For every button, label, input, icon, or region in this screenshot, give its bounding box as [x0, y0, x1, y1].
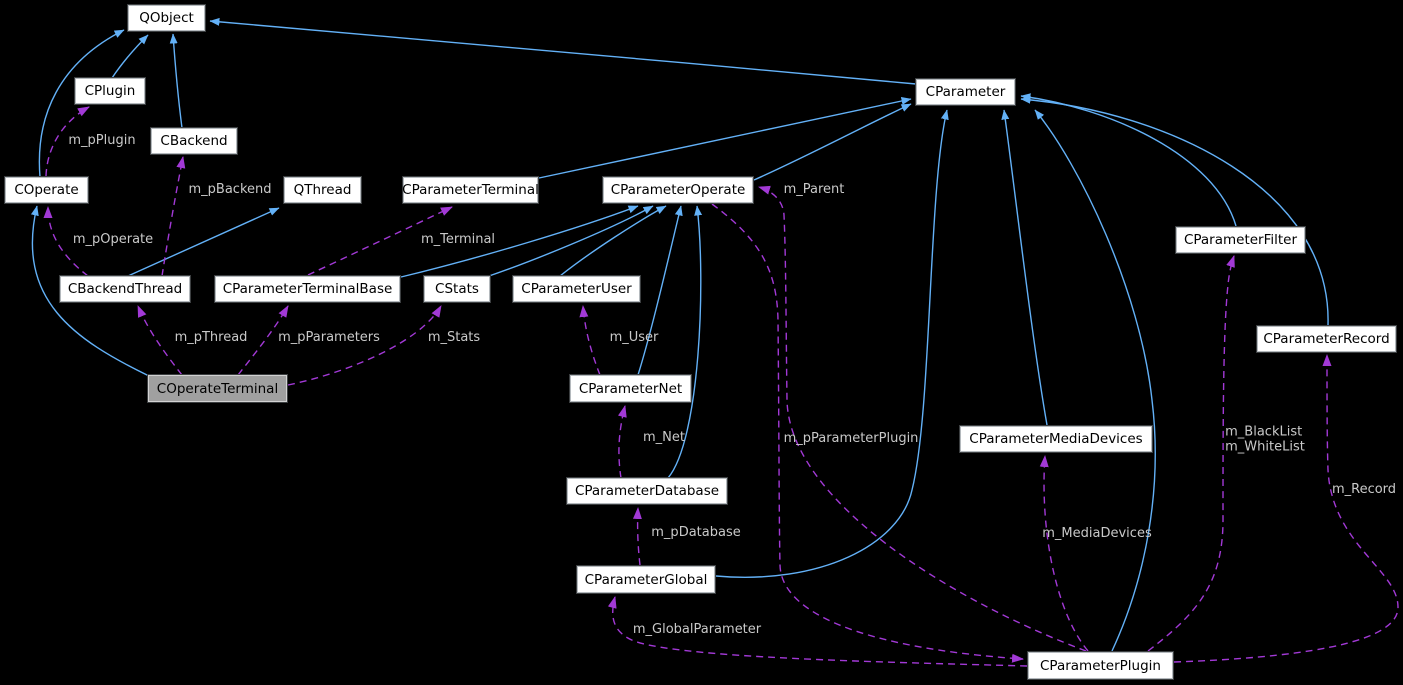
usage-edge-CParameterOperate-to-CParameterPlugin: [711, 203, 1024, 663]
usage-edge-CParameterPlugin-to-CParameterMediaDevices: [1039, 455, 1089, 652]
edges: [30, 17, 1399, 667]
class-node-COperate[interactable]: COperate: [5, 177, 88, 203]
class-node-CParameterMediaDevices[interactable]: CParameterMediaDevices: [960, 426, 1152, 452]
inheritance-edge-CPlugin-to-QObject: [111, 34, 149, 79]
inheritance-edge-CParameterTerminalBase-to-CParameterOperate: [400, 205, 639, 278]
class-node-CPlugin[interactable]: CPlugin: [75, 78, 145, 104]
class-node-CParameterTerminal[interactable]: CParameterTerminal: [402, 177, 539, 203]
inheritance-edge-CBackend-to-QObject: [169, 33, 183, 129]
class-node-CParameterTerminalBase[interactable]: CParameterTerminalBase: [215, 276, 400, 302]
usage-edge-COperateTerminal-to-CBackendThread: [137, 305, 183, 376]
class-node-CParameterNet[interactable]: CParameterNet: [570, 375, 691, 402]
class-node-CParameterUser[interactable]: CParameterUser: [513, 276, 640, 302]
inheritance-edge-CParameter-to-QObject: [209, 17, 917, 85]
usage-edge-CParameterPlugin-to-CParameterGlobal: [607, 596, 1028, 667]
usage-edge-CParameterDatabase-to-CParameterNet: [617, 405, 627, 479]
class-node-COperateTerminal: COperateTerminal: [148, 375, 287, 402]
inheritance-edge-CParameterPlugin-to-CParameter: [1034, 109, 1156, 652]
class-node-CBackendThread[interactable]: CBackendThread: [60, 276, 190, 302]
class-node-CParameterFilter[interactable]: CParameterFilter: [1176, 227, 1305, 253]
inheritance-edge-CParameterNet-to-CParameterOperate: [637, 205, 683, 376]
usage-edge-CBackendThread-to-COperate: [43, 206, 89, 277]
class-node-CBackend[interactable]: CBackend: [151, 128, 237, 154]
class-node-CParameterGlobal[interactable]: CParameterGlobal: [577, 566, 715, 593]
usage-edge-COperateTerminal-to-CParameterTerminalBase: [237, 305, 289, 376]
inheritance-edge-CParameterGlobal-to-CParameter: [715, 109, 949, 578]
inheritance-edge-CParameterDatabase-to-CParameterOperate: [667, 205, 703, 479]
class-node-CParameter[interactable]: CParameter: [916, 79, 1015, 105]
usage-edge-CParameterTerminalBase-to-CParameterTerminal: [307, 206, 453, 276]
usage-edge-CBackendThread-to-CBackend: [161, 156, 186, 277]
inheritance-edge-CParameterMediaDevices-to-CParameter: [1001, 109, 1048, 426]
class-node-CParameterRecord[interactable]: CParameterRecord: [1257, 326, 1396, 352]
inheritance-edge-CBackendThread-to-QThread: [127, 207, 280, 277]
class-node-QThread[interactable]: QThread: [284, 177, 361, 203]
usage-edge-CParameterPlugin-to-CParameterFilter: [1147, 255, 1235, 652]
inheritance-edge-CParameterOperate-to-CParameter: [753, 103, 912, 181]
inheritance-edge-CParameterRecord-to-CParameter: [1020, 95, 1329, 326]
usage-edge-CParameterPlugin-to-CParameterOperate: [758, 185, 1087, 652]
class-node-CStats[interactable]: CStats: [424, 276, 490, 302]
inheritance-edge-COperateTerminal-to-COperate: [30, 205, 150, 377]
class-node-CParameterPlugin[interactable]: CParameterPlugin: [1028, 652, 1173, 679]
usage-edge-CParameterPlugin-to-CParameterRecord: [1173, 354, 1399, 663]
class-node-CParameterDatabase[interactable]: CParameterDatabase: [567, 478, 727, 504]
inheritance-edge-COperate-to-QObject: [38, 29, 125, 178]
inheritance-edge-CParameterFilter-to-CParameter: [1020, 93, 1237, 227]
usage-edge-CParameterGlobal-to-CParameterDatabase: [632, 507, 642, 566]
inheritance-edge-CStats-to-CParameterOperate: [488, 205, 654, 277]
class-node-CParameterOperate[interactable]: CParameterOperate: [603, 177, 753, 203]
usage-edge-COperateTerminal-to-CStats: [287, 305, 442, 386]
usage-edge-CParameterNet-to-CParameterUser: [579, 305, 601, 376]
inheritance-edge-CParameterUser-to-CParameterOperate: [559, 205, 667, 277]
usage-edge-COperate-to-CPlugin: [45, 106, 90, 177]
class-node-QObject[interactable]: QObject: [128, 5, 205, 31]
inheritance-edge-CParameterTerminal-to-CParameter: [538, 97, 912, 179]
